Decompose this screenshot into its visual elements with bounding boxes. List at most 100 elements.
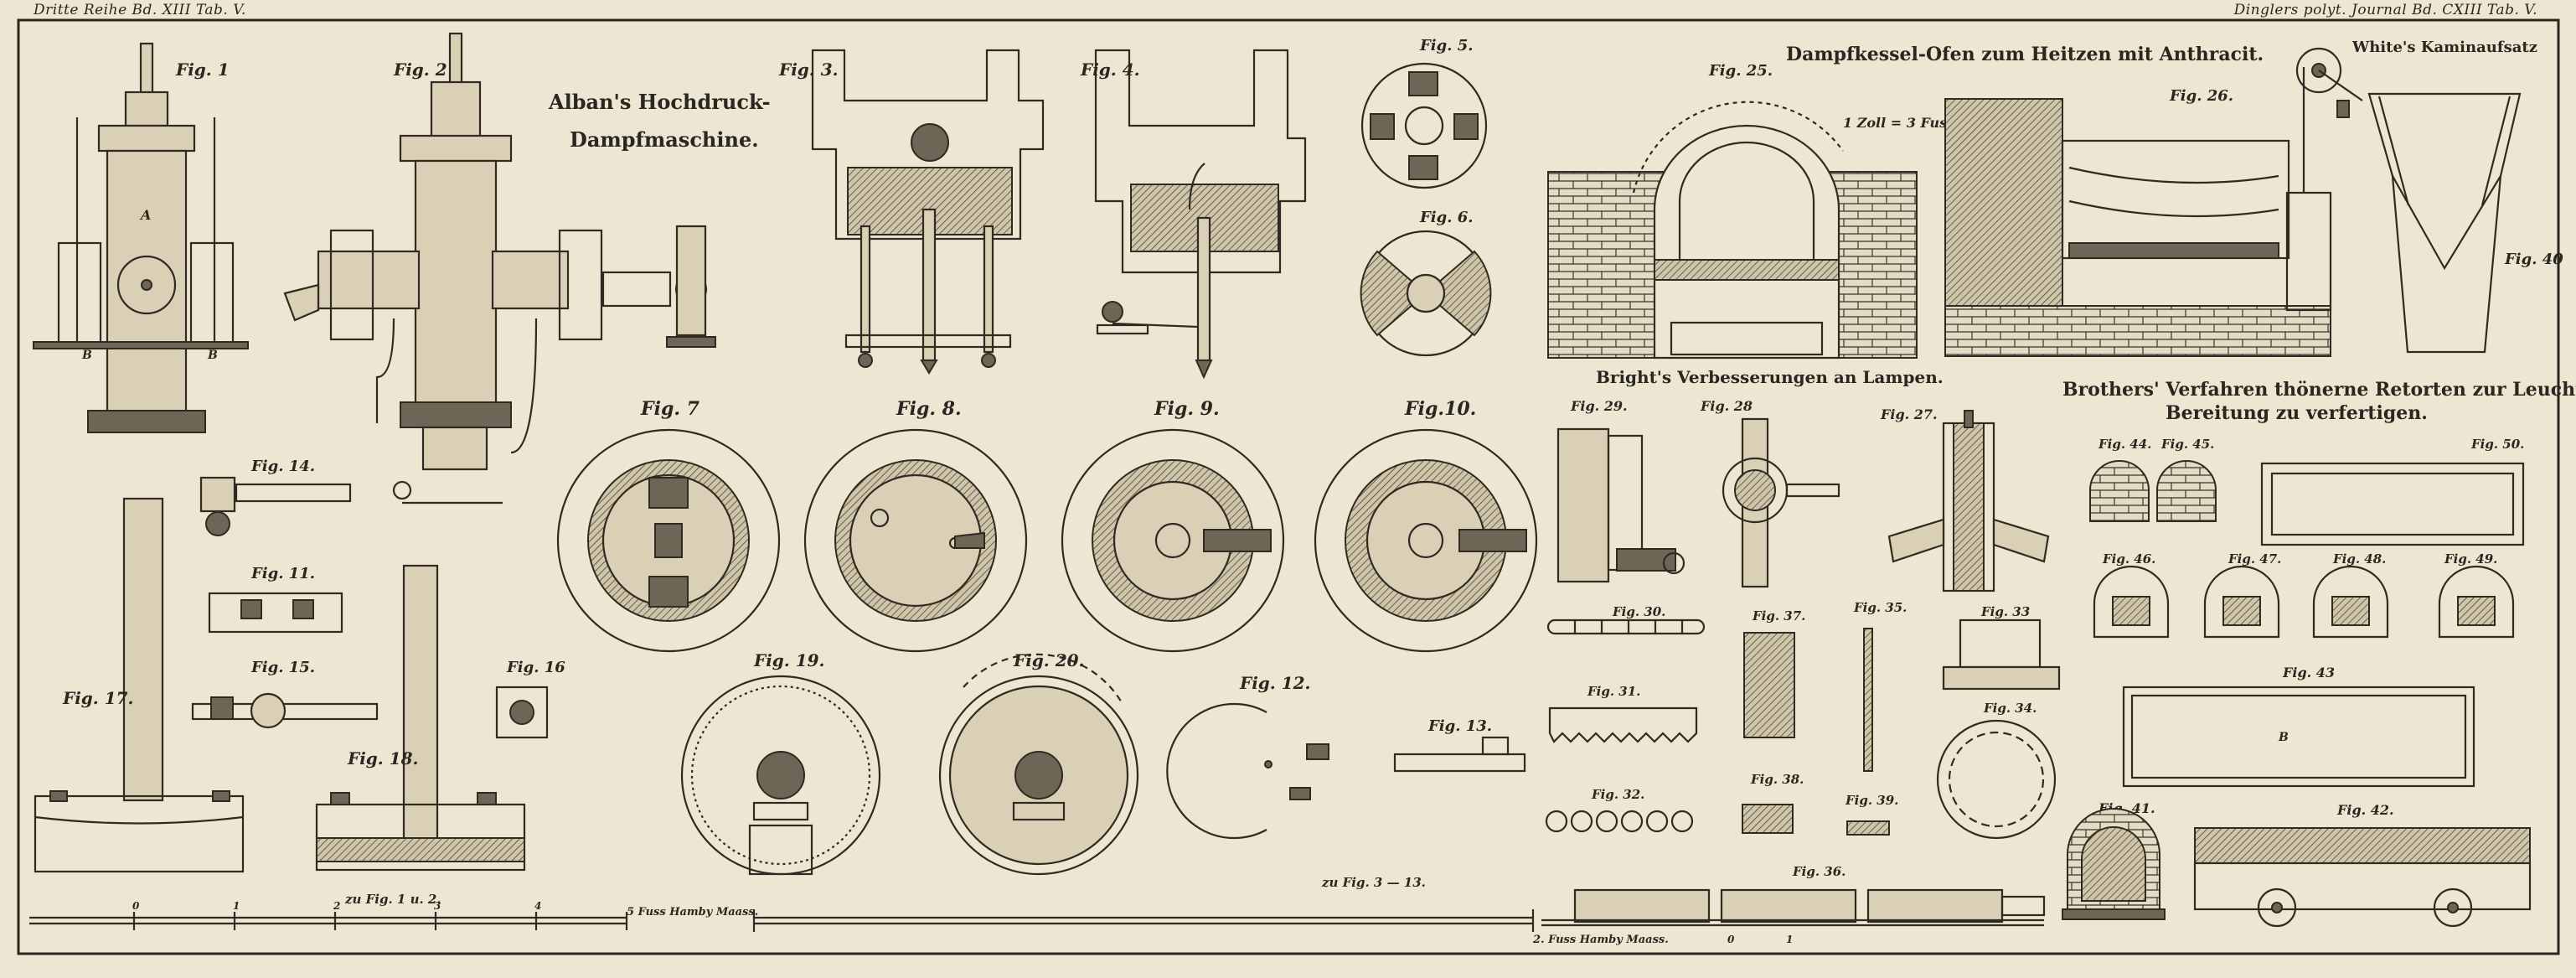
scale-tick-fig36-0: 0 — [1727, 934, 1735, 945]
fig16-part — [495, 686, 549, 739]
fig43-retort: B — [2122, 686, 2475, 788]
plate-header-left: Dritte Reihe Bd. XIII Tab. V. — [34, 2, 246, 18]
fig11-part — [208, 592, 343, 634]
fig31-label: Fig. 31. — [1587, 684, 1640, 699]
fig8-cover — [803, 428, 1028, 653]
fig14-label: Fig. 14. — [250, 458, 315, 475]
scale-ref-fig3-13: zu Fig. 3 — 13. — [1321, 875, 1426, 890]
scale-zoll: 1 Zoll = 3 Fuss — [1843, 115, 1954, 131]
fig49-label: Fig. 49. — [2444, 551, 2497, 567]
fig7-label: Fig. 7 — [640, 398, 700, 420]
fig25-label: Fig. 25. — [1708, 62, 1773, 80]
fig36-label: Fig. 36. — [1792, 864, 1846, 879]
white-title: White's Kaminaufsatz — [2351, 39, 2537, 56]
fig6-label: Fig. 6. — [1419, 209, 1474, 226]
fig3-valve-section — [811, 49, 1045, 375]
fig45-retort — [2156, 460, 2217, 522]
fig12-segment — [1166, 702, 1329, 840]
fig30-chain — [1546, 618, 1706, 635]
fig43-label: Fig. 43 — [2282, 665, 2335, 680]
fig15-part — [191, 692, 379, 729]
fig50-retort-plan — [2260, 462, 2525, 546]
fig41-kiln — [2062, 808, 2166, 920]
fig50-label: Fig. 50. — [2470, 437, 2524, 452]
fig13-bar — [1393, 736, 1526, 773]
fig34-label: Fig. 34. — [1983, 701, 2037, 716]
fig25-furnace — [1547, 101, 1918, 360]
fig36-tube — [1573, 888, 2046, 924]
alban-title-line1: Alban's Hochdruck- — [548, 90, 771, 114]
fig33-label: Fig. 33 — [1980, 604, 2030, 619]
fig11-label: Fig. 11. — [250, 565, 315, 582]
svg-text:B: B — [2278, 731, 2289, 744]
fig15-label: Fig. 15. — [250, 659, 315, 676]
fig1-engine-front — [33, 42, 249, 433]
fig37-label: Fig. 37. — [1752, 608, 1805, 624]
scale-bar-fig1-2 — [29, 912, 628, 930]
fig34-ring — [1936, 719, 2057, 840]
fig1-label: Fig. 1 — [175, 60, 230, 80]
fig27-lamp — [1887, 410, 2050, 592]
scale-tick-fig36-1: 1 — [1786, 934, 1793, 945]
fig6-disc — [1360, 230, 1492, 357]
fig44-label: Fig. 44. — [2098, 437, 2151, 452]
plate-header-right: Dinglers polyt. Journal Bd. CXIII Tab. V… — [2233, 2, 2537, 18]
brothers-title-line2: Bereitung zu verfertigen. — [2166, 402, 2428, 424]
brothers-title-line1: Brothers' Verfahren thönerne Retorten zu… — [2062, 379, 2576, 401]
fig19-label: Fig. 19. — [753, 650, 825, 670]
fig3-label: Fig. 3. — [778, 60, 839, 80]
fig31-rack — [1548, 706, 1698, 743]
fig44-retort — [2089, 460, 2150, 522]
fig35-screw — [1863, 628, 1873, 772]
bright-title: Bright's Verbesserungen an Lampen. — [1596, 367, 1944, 387]
scale-tick-0: 0 — [132, 900, 140, 912]
scale-tick-3: 3 — [434, 900, 441, 912]
scale-unit-fig1-2: 5 Fuss Hamby Maass. — [627, 906, 758, 918]
fig18-column — [315, 564, 526, 872]
fig30-label: Fig. 30. — [1612, 604, 1665, 619]
fig13-label: Fig. 13. — [1427, 717, 1492, 735]
fig46-label: Fig. 46. — [2102, 551, 2155, 567]
scale-ref-fig1-2: zu Fig. 1 u. 2. — [344, 892, 441, 907]
scale-bar-fig3-13 — [752, 909, 1535, 932]
fig42-label: Fig. 42. — [2336, 802, 2394, 818]
fig16-label: Fig. 16 — [506, 659, 565, 676]
fig26-label: Fig. 26. — [2169, 87, 2233, 105]
plate-border — [17, 18, 2560, 955]
fig27-label: Fig. 27. — [1880, 406, 1938, 422]
fig40-chimney-top — [2295, 47, 2522, 354]
fig14-part — [199, 476, 352, 536]
fig29-label: Fig. 29. — [1570, 398, 1628, 414]
dampfkessel-title: Dampfkessel-Ofen zum Heitzen mit Anthrac… — [1786, 44, 2264, 65]
fig28-lamp — [1722, 417, 1840, 588]
fig29-lamp — [1556, 427, 1685, 583]
fig47-label: Fig. 47. — [2228, 551, 2281, 567]
fig2-engine-side — [283, 32, 716, 505]
fig17-column — [34, 497, 245, 873]
fig33-burner — [1942, 618, 2061, 691]
fig1-letter-b-left: B — [81, 349, 92, 362]
fig4-label: Fig. 4. — [1080, 60, 1140, 80]
fig26-boiler — [1944, 67, 2332, 357]
fig38-label: Fig. 38. — [1750, 772, 1804, 787]
fig5-disc — [1360, 62, 1488, 189]
alban-title-line2: Dampfmaschine. — [570, 127, 759, 152]
scale-tick-1: 1 — [233, 900, 240, 912]
fig37-spring — [1743, 632, 1795, 738]
fig17-label: Fig. 17. — [62, 688, 134, 708]
fig4-valve-section — [1094, 49, 1307, 380]
fig38-mesh — [1742, 804, 1794, 834]
fig20-label: Fig. 20. — [1013, 650, 1085, 670]
fig1-letter-a: A — [139, 207, 151, 223]
fig32-chain — [1545, 810, 1694, 833]
fig18-label: Fig. 18. — [347, 748, 419, 768]
fig40-label: Fig. 40 — [2504, 251, 2563, 268]
fig39-mesh — [1846, 820, 1890, 836]
scale-tick-4: 4 — [534, 900, 541, 912]
fig45-label: Fig. 45. — [2160, 437, 2214, 452]
fig39-label: Fig. 39. — [1845, 793, 1898, 808]
fig1-letter-b-right: B — [207, 349, 218, 362]
scale-unit-fig36: 2. Fuss Hamby Maass. — [1532, 934, 1669, 946]
scale-bar-fig36 — [1541, 918, 2044, 927]
fig9-cover — [1061, 428, 1285, 653]
